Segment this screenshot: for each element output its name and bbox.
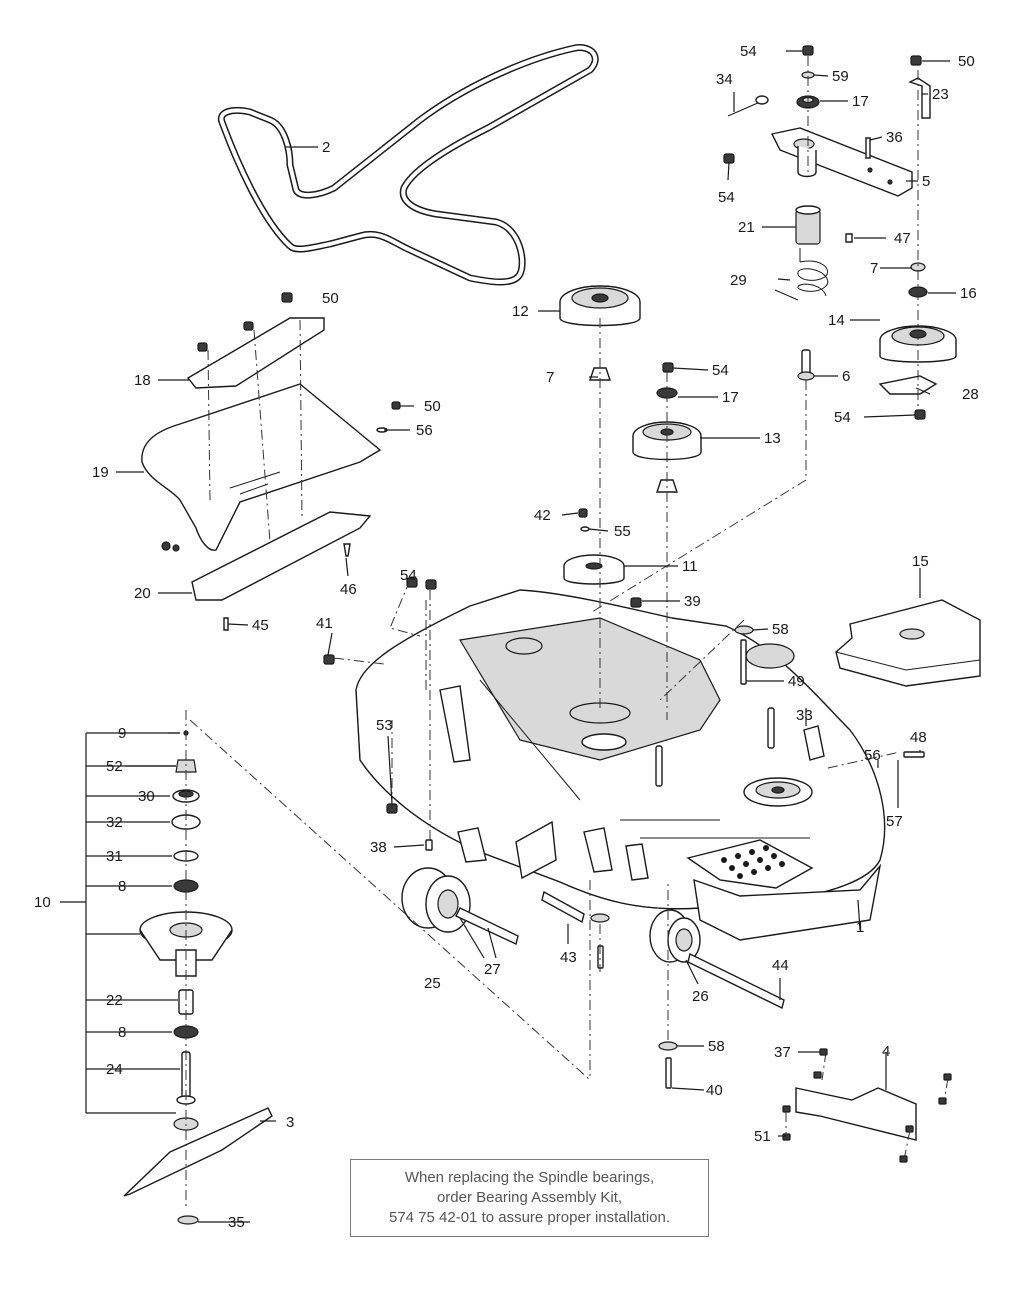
callout-50b: 50 <box>322 290 339 307</box>
callout-leader-lines <box>116 50 956 1223</box>
callout-46: 46 <box>340 581 357 598</box>
callout-42: 42 <box>534 507 551 524</box>
callout-14: 14 <box>828 312 845 329</box>
callout-20: 20 <box>134 585 151 602</box>
callout-54a: 54 <box>740 43 757 60</box>
callout-3: 3 <box>286 1114 294 1131</box>
callout-24: 24 <box>106 1061 123 1078</box>
callout-26: 26 <box>692 988 709 1005</box>
callout-27: 27 <box>484 961 501 978</box>
deflector-shield <box>835 599 981 687</box>
callout-22: 22 <box>106 992 123 1009</box>
callout-40: 40 <box>706 1082 723 1099</box>
callout-25: 25 <box>424 975 441 992</box>
deck-hardware <box>323 577 925 851</box>
callout-12: 12 <box>512 303 529 320</box>
callout-54e: 54 <box>834 409 851 426</box>
callout-54d: 54 <box>400 567 417 584</box>
callout-37: 37 <box>774 1044 791 1061</box>
callout-33: 33 <box>796 707 813 724</box>
callout-28: 28 <box>962 386 979 403</box>
callout-52: 52 <box>106 758 123 775</box>
callout-13: 13 <box>764 430 781 447</box>
callout-21: 21 <box>738 219 755 236</box>
callout-7a: 7 <box>546 369 554 386</box>
callout-55: 55 <box>614 523 631 540</box>
callout-56b: 56 <box>864 747 881 764</box>
callout-49: 49 <box>788 673 805 690</box>
callout-30: 30 <box>138 788 155 805</box>
callout-2: 2 <box>322 139 330 156</box>
gauge-wheels <box>401 867 785 1089</box>
callout-36: 36 <box>886 129 903 146</box>
callout-29: 29 <box>730 272 747 289</box>
rear-bracket <box>782 1048 952 1163</box>
callout-48: 48 <box>910 729 927 746</box>
note-line-2: order Bearing Assembly Kit, <box>436 1189 623 1206</box>
callout-23: 23 <box>932 86 949 103</box>
callout-34: 34 <box>716 71 733 88</box>
callout-45: 45 <box>252 617 269 634</box>
callout-41: 41 <box>316 615 333 632</box>
idler-arm-assembly <box>723 45 957 420</box>
callout-18: 18 <box>134 372 151 389</box>
callout-50a: 50 <box>958 53 975 70</box>
callout-9: 9 <box>118 725 126 742</box>
callout-50c: 50 <box>424 398 441 415</box>
callout-31: 31 <box>106 848 123 865</box>
callout-11: 11 <box>682 558 698 575</box>
drive-belt <box>217 44 599 286</box>
callout-17a: 17 <box>852 93 869 110</box>
callout-8a: 8 <box>118 878 126 895</box>
callout-15: 15 <box>912 553 929 570</box>
callout-57: 57 <box>886 813 903 830</box>
callout-56a: 56 <box>416 422 433 439</box>
callout-58b: 58 <box>708 1038 725 1055</box>
callout-35: 35 <box>228 1214 245 1231</box>
callout-43: 43 <box>560 949 577 966</box>
callout-59: 59 <box>832 68 849 85</box>
callout-38: 38 <box>370 839 387 856</box>
bearing-kit-note: When replacing the Spindle bearings, ord… <box>350 1159 709 1237</box>
assembly-centerlines <box>185 56 949 1210</box>
callout-58a: 58 <box>772 621 789 638</box>
callout-47: 47 <box>894 230 911 247</box>
callout-10: 10 <box>34 894 51 911</box>
callout-53: 53 <box>376 717 393 734</box>
callout-7b: 7 <box>870 260 878 277</box>
callout-labels: 1 2 3 4 5 6 7 7 8 8 9 10 11 12 13 14 15 … <box>34 43 979 1231</box>
callout-44: 44 <box>772 957 789 974</box>
callout-17b: 17 <box>722 389 739 406</box>
callout-1: 1 <box>856 919 864 936</box>
note-line-3: 574 75 42-01 to assure proper installati… <box>388 1209 670 1226</box>
callout-8b: 8 <box>118 1024 126 1041</box>
callout-16: 16 <box>960 285 977 302</box>
callout-19: 19 <box>92 464 109 481</box>
callout-4: 4 <box>882 1043 890 1060</box>
belt-cover-group <box>141 292 401 631</box>
callout-54b: 54 <box>718 189 735 206</box>
callout-6: 6 <box>842 368 850 385</box>
callout-39: 39 <box>684 593 701 610</box>
callout-54c: 54 <box>712 362 729 379</box>
callout-5: 5 <box>922 173 930 190</box>
callout-51: 51 <box>754 1128 771 1145</box>
mower-deck-housing <box>355 589 886 941</box>
note-line-1: When replacing the Spindle bearings, <box>404 1169 655 1186</box>
callout-32: 32 <box>106 814 123 831</box>
